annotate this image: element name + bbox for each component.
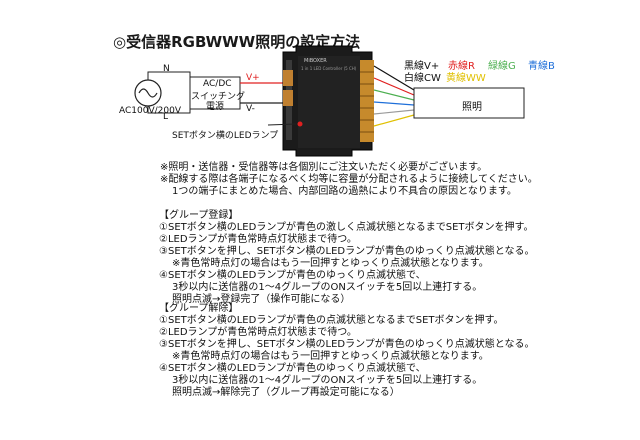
psu-box	[189, 76, 241, 110]
output-wires	[373, 65, 415, 127]
group-release-step: ④SETボタン横のLEDランプが青色のゆっくり点滅状態で、	[159, 363, 426, 374]
set-led	[297, 121, 303, 127]
group-release-step: ①SETボタン横のLEDランプが青色の点滅状態となるまでSETボタンを押す。	[159, 315, 504, 326]
note-3: 1つの端子にまとめた場合、内部回路の過熱により不具合の原因となります。	[172, 186, 517, 197]
wire-black-label: 黒線V+	[404, 61, 440, 72]
input-terminals	[283, 70, 293, 106]
psu-label-3: 電源	[206, 102, 225, 112]
group-release-step: 3秒以内に送信器の1～4グループのONスイッチを5回以上連打する。	[172, 375, 483, 386]
group-release-step: ※青色常時点灯の場合はもう一回押すとゆっくり点滅状態となります。	[172, 351, 489, 362]
group-register-heading: 【グループ登録】	[159, 210, 239, 221]
group-release-step: ②LEDランプが青色常時点灯状態まで待つ。	[159, 327, 357, 338]
l-label: L	[163, 112, 169, 122]
psu-label-1: AC/DC	[203, 79, 232, 89]
note-1: ※照明・送信器・受信器等は各個別にご注文いただく必要がございます。	[160, 162, 488, 173]
group-register-step: ※青色常時点灯の場合はもう一回押すとゆっくり点滅状態となります。	[172, 258, 489, 269]
output-terminals	[360, 60, 374, 142]
n-label: N	[163, 64, 170, 74]
light-box	[413, 87, 525, 119]
note-2: ※配線する際は各端子になるべく均等に容量が分配されるように接続してください。	[160, 174, 538, 185]
wire-white-label: 白線CW	[404, 73, 441, 84]
vplus-label: V+	[246, 73, 260, 83]
group-release-step: 照明点滅→解除完了（グループ再設定可能になる）	[172, 387, 400, 398]
ac-source-symbol	[134, 79, 162, 107]
vminus-label: V-	[246, 104, 255, 114]
wire-red-label: 赤線R	[448, 61, 475, 72]
group-register-step: ①SETボタン横のLEDランプが青色の激しく点滅状態となるまでSETボタンを押す…	[159, 222, 534, 233]
receiver-model: 1 in 1 LED Controller (5 CH)	[301, 66, 357, 71]
light-label: 照明	[462, 102, 482, 113]
group-release-step: ③SETボタンを押し、SETボタン横のLEDランプが青色のゆっくり点滅状態となる…	[159, 339, 535, 350]
wire-blue-label: 青線B	[528, 61, 555, 72]
receiver-brand: MiBOXER	[304, 58, 327, 64]
group-register-step: ②LEDランプが青色常時点灯状態まで待つ。	[159, 234, 357, 245]
ac-source-label: AC100V/200V	[119, 106, 181, 116]
group-release-heading: 【グループ解除】	[159, 303, 239, 314]
set-lamp-pointer	[267, 123, 297, 126]
psu-label-2: スイッチング	[191, 92, 246, 102]
group-register-step: ④SETボタン横のLEDランプが青色のゆっくり点滅状態で、	[159, 270, 426, 281]
wire-green-label: 緑線G	[488, 61, 516, 72]
wire-yellow-label: 黄線WW	[446, 73, 486, 84]
group-register-step: ③SETボタンを押し、SETボタン横のLEDランプが青色のゆっくり点滅状態となる…	[159, 246, 535, 257]
n-wire	[147, 71, 191, 80]
group-register-step: 照明点滅→登録完了（操作可能になる）	[172, 294, 351, 305]
receiver-unit	[282, 45, 374, 157]
group-register-step: 3秒以内に送信器の1～4グループのONスイッチを5回以上連打する。	[172, 282, 483, 293]
set-lamp-label: SETボタン横のLEDランプ	[172, 131, 279, 141]
l-wire	[147, 106, 191, 114]
